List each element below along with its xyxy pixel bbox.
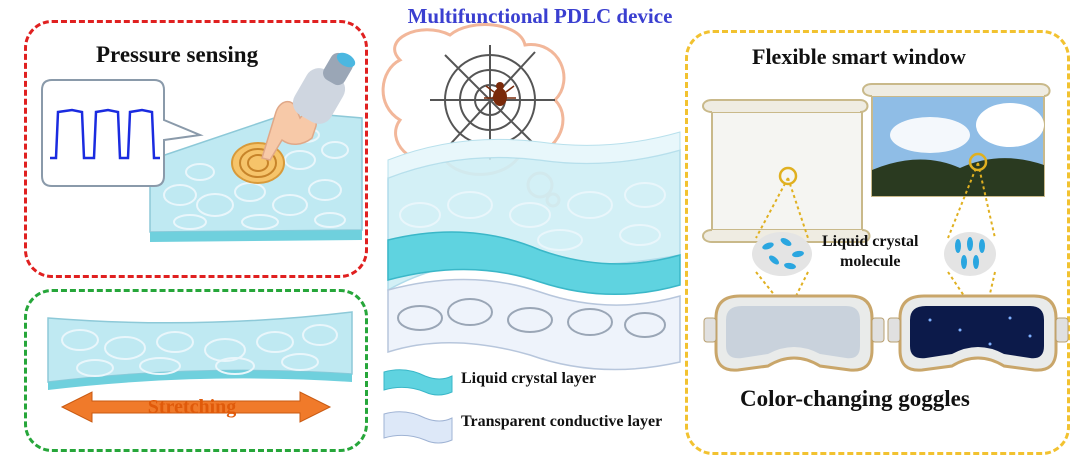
signal-bubble bbox=[41, 79, 204, 187]
scroll-icon bbox=[862, 83, 1051, 197]
stretching-label: Stretching bbox=[147, 396, 237, 418]
smart-window-label: Flexible smart window bbox=[752, 44, 966, 69]
scroll-icon bbox=[702, 99, 871, 243]
stretching-panel bbox=[24, 289, 368, 452]
lc-molecule-label: Liquid crystal molecule bbox=[822, 232, 918, 272]
goggles-icon bbox=[703, 294, 885, 372]
legend-conductive-layer: Transparent conductive layer bbox=[461, 413, 663, 430]
legend-swatch-lc bbox=[383, 369, 453, 396]
figure-title: Multifunctional PDLC device bbox=[407, 4, 673, 28]
goggles-label: Color-changing goggles bbox=[740, 386, 970, 411]
spider-icon bbox=[484, 82, 516, 106]
stretch-arrow bbox=[60, 391, 332, 423]
smart-window-panel bbox=[685, 30, 1070, 455]
pressure-sensing-label: Pressure sensing bbox=[96, 42, 259, 67]
legend-lc-layer: Liquid crystal layer bbox=[461, 370, 597, 387]
lc-molecule-label-line2: molecule bbox=[840, 253, 901, 270]
goggles-icon bbox=[887, 294, 1069, 372]
pressure-sensing-panel bbox=[24, 20, 368, 278]
hand-icon bbox=[261, 52, 356, 161]
lc-aligned-molecules bbox=[944, 232, 996, 276]
lc-random-molecules bbox=[752, 232, 812, 276]
legend-swatch-conductive bbox=[383, 411, 453, 444]
lc-molecule-label-line1: Liquid crystal bbox=[822, 233, 919, 250]
signal-waveform bbox=[50, 108, 160, 160]
